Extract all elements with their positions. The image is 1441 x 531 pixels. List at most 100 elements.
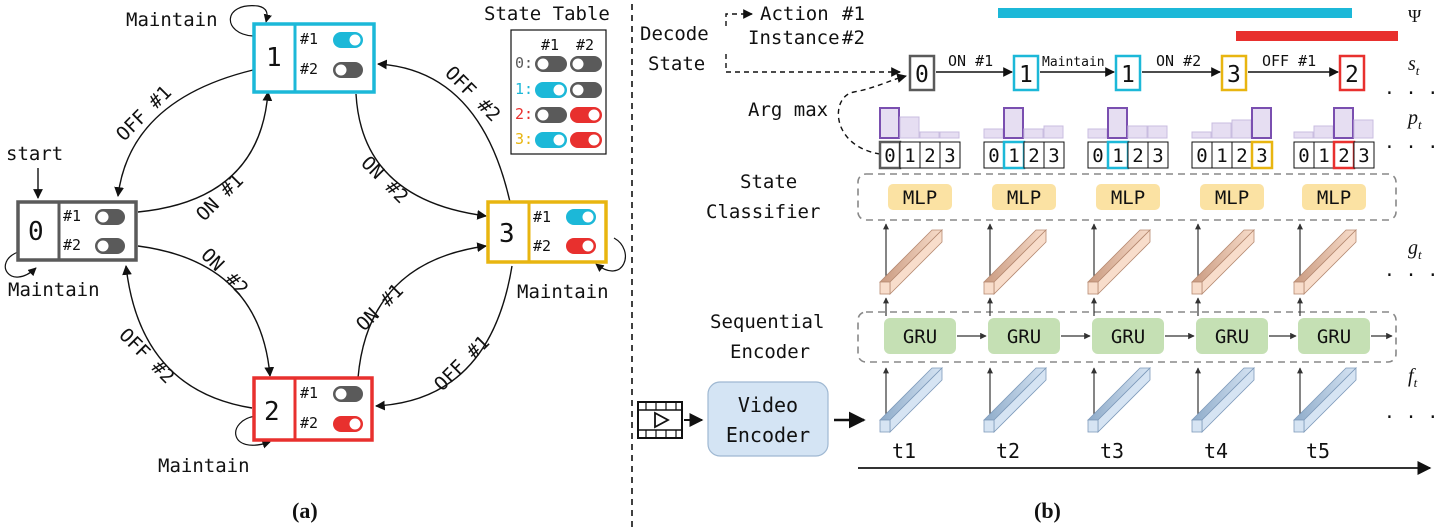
action-num-1: #1 — [842, 3, 865, 25]
state-2-sw1-label: #1 — [300, 384, 318, 402]
edge-on1 — [137, 91, 273, 213]
histogram-bar — [899, 116, 920, 139]
label-maintain-s0: Maintain — [8, 279, 100, 301]
argmax-digit: 3 — [1256, 145, 1267, 167]
caption-b: (b) — [1034, 498, 1061, 523]
state-1-sw1-label: #1 — [300, 30, 318, 48]
gru-label: GRU — [1111, 326, 1145, 348]
histogram-bar — [1147, 125, 1168, 139]
edge-off1 — [114, 69, 254, 197]
histogram-bar — [939, 131, 960, 139]
start-label: start — [6, 143, 63, 165]
label-off1-top: OFF #1 — [112, 81, 176, 145]
argmax-digit: 0 — [988, 145, 999, 167]
gru-block — [884, 318, 956, 354]
toggle-off-icon — [570, 56, 602, 72]
state-3-id: 3 — [499, 219, 515, 249]
state-3-sw1-label: #1 — [533, 208, 551, 226]
mlp-label: MLP — [1007, 187, 1041, 209]
argmax-digit: 3 — [944, 145, 955, 167]
timestep-label: t4 — [1204, 439, 1228, 463]
sequential-encoder-label-2: Encoder — [730, 341, 810, 363]
state-table-row-2: 2: — [515, 105, 602, 123]
state-table-row-1: 1: — [515, 80, 602, 98]
decoded-state-5: 2 — [1338, 54, 1366, 92]
histogram-bar — [879, 107, 900, 139]
svg-text:3:: 3: — [515, 130, 533, 148]
gru-block — [1196, 318, 1268, 354]
g-feature-cube — [1087, 229, 1151, 295]
mlp-label: MLP — [903, 187, 937, 209]
decode-state-arrow — [725, 54, 901, 77]
svg-text:1: 1 — [1019, 62, 1033, 88]
gru-block — [1298, 318, 1370, 354]
argmax-digit-cell-selected — [1250, 140, 1274, 170]
video-icon — [637, 401, 683, 439]
panel-a: start Maintain Maintain Maintain Maintai… — [4, 3, 626, 523]
label-off2-top: OFF #2 — [440, 62, 504, 126]
g-feature-cube — [1293, 229, 1357, 295]
action-instance-bar-2 — [1236, 31, 1398, 41]
transition-label: Maintain — [1042, 55, 1105, 70]
ellipsis-g: . . . — [1384, 260, 1438, 281]
argmax-digit: 2 — [1028, 145, 1039, 167]
mlp-label: MLP — [1317, 187, 1351, 209]
state-node-1: 1 #1 #2 — [252, 22, 376, 94]
gru-block — [1092, 318, 1164, 354]
edge-on1-right — [357, 242, 487, 379]
edge-on2-left — [137, 245, 275, 377]
state-table-col1: #1 — [541, 36, 559, 54]
ellipsis-f: . . . — [1384, 402, 1438, 423]
svg-text:Video: Video — [738, 393, 798, 417]
state-0-sw2-label: #2 — [63, 236, 81, 254]
histogram-bar — [1043, 125, 1064, 139]
g-feature-cube — [983, 229, 1047, 295]
decode-to-action-arrow — [725, 9, 753, 26]
encoder-dashed-box — [857, 311, 1397, 363]
argmax-digit: 0 — [1092, 145, 1103, 167]
label-off1-bottom: OFF #1 — [430, 331, 494, 395]
toggle-off-icon — [535, 107, 567, 123]
label-maintain-s1: Maintain — [126, 9, 218, 31]
argmax-digit: 1 — [1318, 145, 1329, 167]
f-t-label: ft — [1408, 365, 1418, 390]
argmax-digit: 1 — [904, 145, 915, 167]
argmax-digit: 2 — [1132, 145, 1143, 167]
decoded-state-4: 3 — [1220, 54, 1248, 92]
transition-label: OFF #1 — [1262, 52, 1316, 70]
mlp-block — [1200, 184, 1264, 210]
toggle-off-icon — [570, 82, 602, 98]
label-on2-left: ON #2 — [196, 244, 252, 300]
panel-b: Ψ Action #1 Instance #2 Decode State st … — [637, 3, 1438, 523]
histogram-bar — [919, 131, 940, 139]
state-table: #1 #2 0: 1: 2: 3: — [510, 29, 607, 155]
toggle-on-icon — [333, 32, 363, 48]
g-feature-cube — [1191, 229, 1255, 295]
state-3-sw2-label: #2 — [533, 237, 551, 255]
timestep-label: t3 — [1100, 439, 1124, 463]
svg-text:0:: 0: — [515, 54, 533, 72]
state-table-row-3: 3: — [515, 130, 602, 148]
f-feature-cube — [879, 367, 943, 433]
state-classifier-label-2: Classifier — [706, 201, 820, 223]
histogram-bar — [1107, 107, 1128, 139]
toggle-on-icon — [570, 132, 602, 148]
toggle-off-icon — [535, 56, 567, 72]
instance-label: Instance — [748, 27, 840, 49]
argmax-digit: 2 — [1338, 145, 1349, 167]
argmax-digit: 3 — [1152, 145, 1163, 167]
ellipsis-s: . . . — [1384, 78, 1438, 99]
svg-text:1:: 1: — [515, 80, 533, 98]
decoded-state-2: 1 — [1012, 54, 1040, 92]
state-0-id: 0 — [28, 217, 44, 247]
toggle-on-icon — [333, 416, 363, 432]
histogram-bar — [1003, 107, 1024, 139]
toggle-off-icon — [333, 62, 363, 78]
timestep-label: t5 — [1306, 439, 1330, 463]
feature-cubes — [879, 223, 1357, 433]
s-t-label: st — [1408, 53, 1420, 78]
svg-text:0: 0 — [915, 62, 929, 88]
argmax-digit: 1 — [1008, 145, 1019, 167]
sequential-encoder-label-1: Sequential — [710, 311, 824, 333]
